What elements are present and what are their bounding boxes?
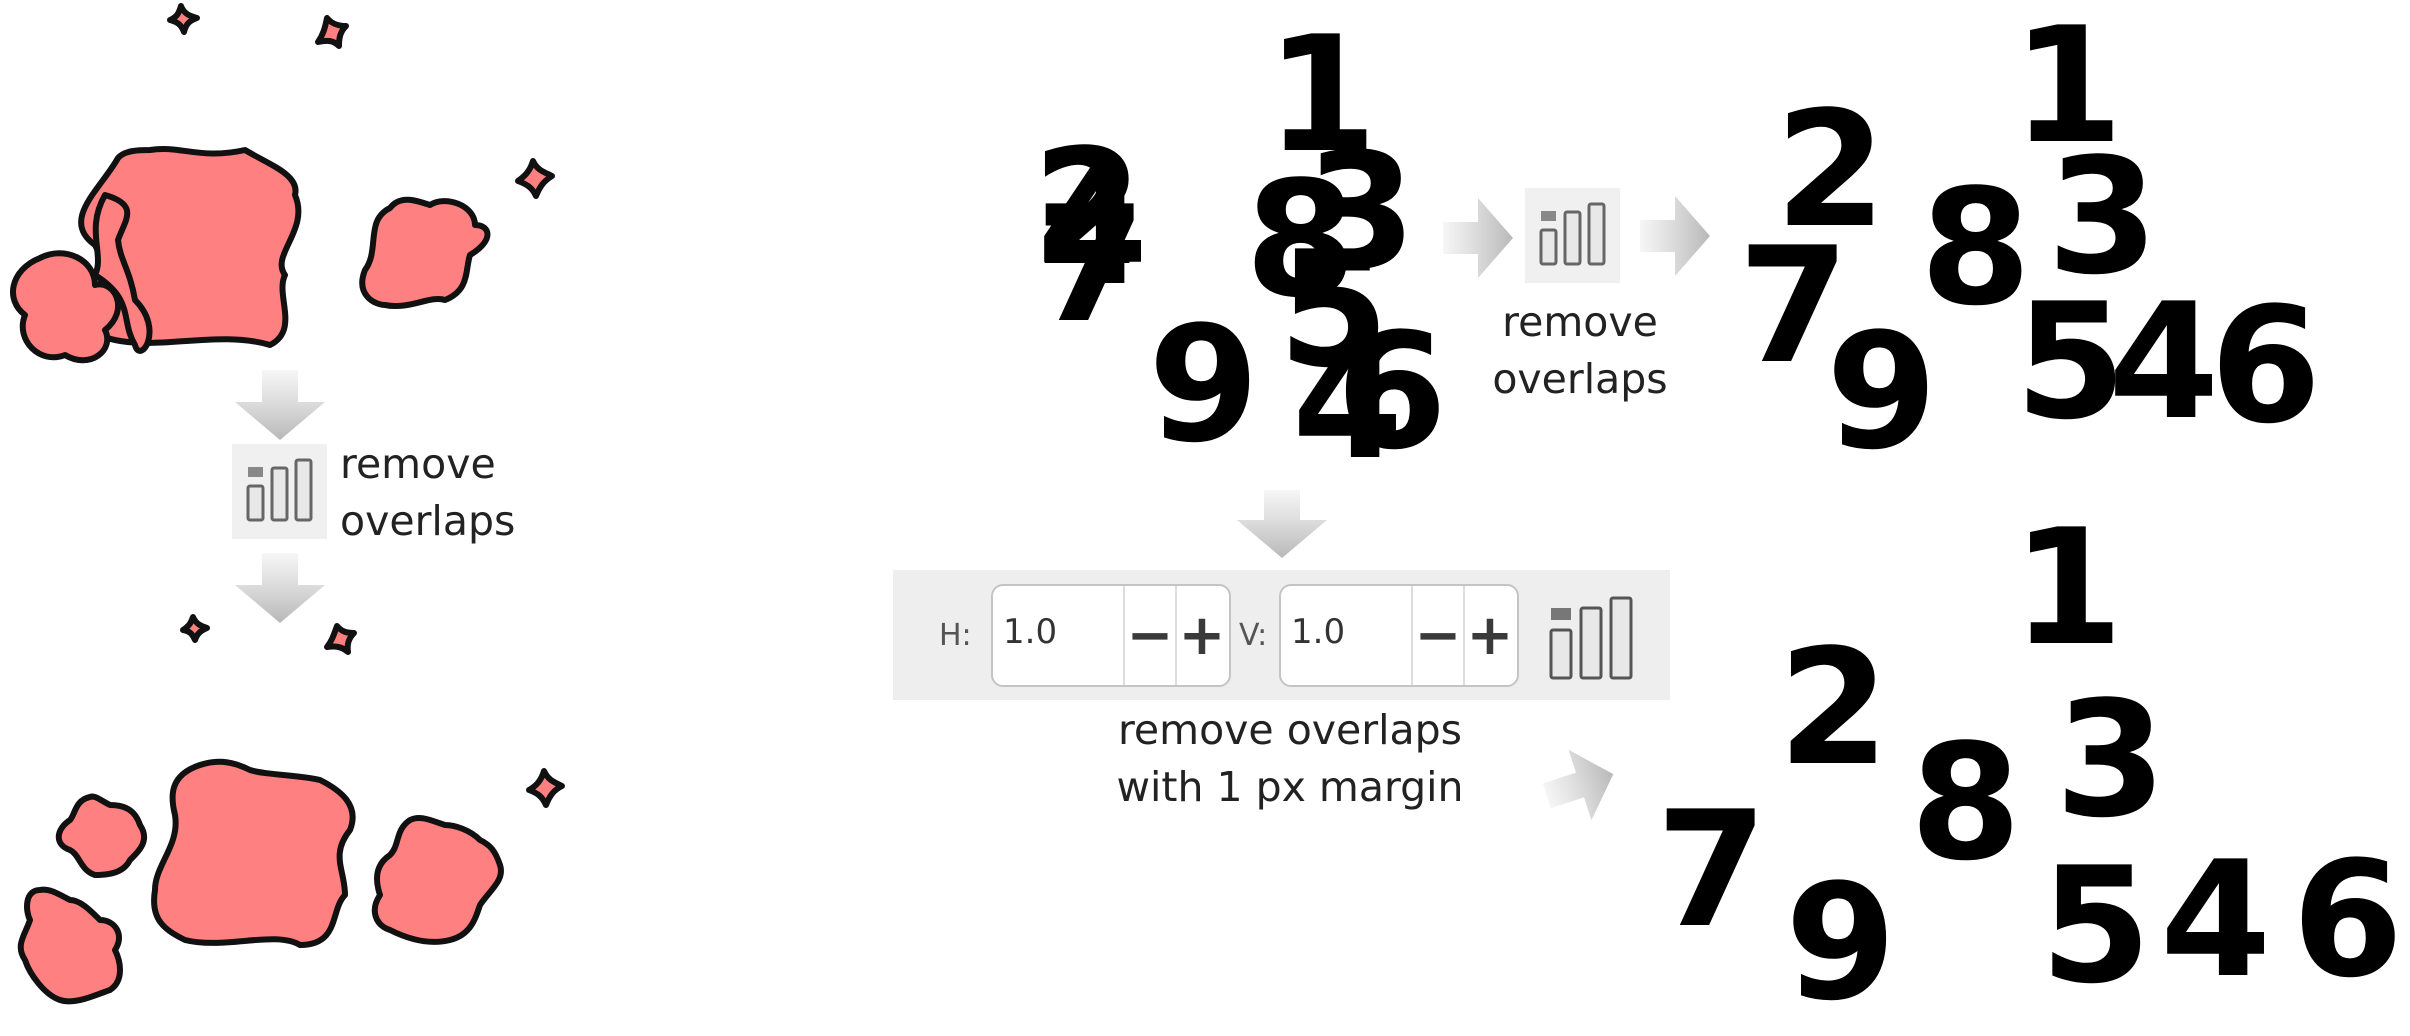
digit: 5 bbox=[1278, 216, 1390, 403]
caption-top-line-1: remove bbox=[1502, 298, 1658, 346]
blob-overlap-before bbox=[92, 192, 153, 354]
digit: 6 bbox=[2292, 826, 2404, 1013]
sparkle-2-after bbox=[324, 623, 357, 655]
caption-top: remove overlaps bbox=[1480, 294, 1680, 407]
sparkle-1-before bbox=[167, 3, 200, 35]
digit: 1 bbox=[2012, 494, 2124, 681]
digit: 4 bbox=[1292, 308, 1404, 495]
sparkle-3-before bbox=[515, 158, 555, 199]
remove-overlaps-icon bbox=[1549, 596, 1633, 680]
caption-bottom-line-1: remove overlaps bbox=[1117, 706, 1463, 754]
digit: 7 bbox=[1656, 776, 1768, 963]
digit: 1 bbox=[2012, 0, 2124, 179]
v-label: V: bbox=[1239, 618, 1268, 653]
blob-small-left-before bbox=[10, 250, 122, 364]
digit: 9 bbox=[1826, 298, 1938, 485]
blob-right-before bbox=[359, 196, 491, 309]
digit: 8 bbox=[1910, 709, 2022, 896]
caption-left-line-1: remove bbox=[340, 440, 496, 488]
v-margin-stepper: − + bbox=[1279, 584, 1519, 687]
blob-small-lower-after bbox=[17, 886, 123, 1005]
digit: 1 bbox=[1266, 1, 1378, 188]
v-margin-input[interactable] bbox=[1291, 612, 1411, 652]
blobs-before bbox=[10, 3, 555, 364]
blob-small-upper-after bbox=[55, 793, 148, 878]
digit: 6 bbox=[1336, 298, 1448, 485]
arrow-icon bbox=[235, 370, 325, 440]
digit: 6 bbox=[2210, 272, 2322, 459]
h-margin-input[interactable] bbox=[1003, 612, 1123, 652]
digit: 8 bbox=[1245, 146, 1357, 333]
digit: 2 bbox=[1775, 76, 1887, 263]
v-increment-button[interactable]: + bbox=[1466, 603, 1514, 668]
caption-left-line-2: overlaps bbox=[340, 496, 516, 545]
caption-bottom-line-2: with 1 px margin bbox=[1116, 762, 1464, 811]
h-margin-stepper: − + bbox=[991, 584, 1231, 687]
h-increment-button[interactable]: + bbox=[1178, 603, 1226, 668]
remove-overlaps-icon bbox=[232, 444, 327, 539]
sparkle-3-after bbox=[526, 768, 565, 808]
blobs-after bbox=[17, 614, 565, 1005]
digit: 7 bbox=[1738, 212, 1850, 399]
arrow-icon bbox=[1443, 198, 1513, 278]
arrow-icon bbox=[1542, 749, 1614, 821]
digit: 5 bbox=[2015, 268, 2127, 455]
digit: 5 bbox=[2040, 832, 2152, 1019]
h-decrement-button[interactable]: − bbox=[1126, 603, 1174, 668]
caption-bottom: remove overlaps with 1 px margin bbox=[1040, 702, 1540, 815]
digit: 9 bbox=[1785, 849, 1897, 1036]
digit: 4 bbox=[1037, 134, 1149, 321]
sparkle-1-after bbox=[180, 614, 210, 643]
digit: 2 bbox=[1032, 114, 1144, 301]
blob-large-after bbox=[151, 758, 356, 948]
digit: 9 bbox=[1148, 291, 1260, 478]
digit: 3 bbox=[2055, 666, 2167, 853]
digit: 2 bbox=[1778, 614, 1890, 801]
arrow-icon bbox=[235, 553, 325, 623]
h-label: H: bbox=[939, 618, 972, 653]
blob-right-after bbox=[371, 814, 504, 945]
digit: 4 bbox=[2108, 268, 2220, 455]
digit: 3 bbox=[1305, 118, 1417, 305]
remove-overlaps-button[interactable] bbox=[1541, 586, 1641, 684]
digit: 3 bbox=[2047, 123, 2159, 310]
digit: 4 bbox=[2160, 826, 2272, 1013]
margin-toolbar: H: − + V: − + bbox=[893, 570, 1670, 700]
arrow-icon bbox=[1237, 490, 1327, 558]
digit: 7 bbox=[1035, 171, 1147, 358]
arrow-icon bbox=[1640, 196, 1710, 276]
sparkle-2-before bbox=[315, 15, 349, 49]
v-decrement-button[interactable]: − bbox=[1414, 603, 1462, 668]
caption-top-line-2: overlaps bbox=[1492, 354, 1668, 403]
caption-left: remove overlaps bbox=[340, 436, 515, 549]
remove-overlaps-icon bbox=[1525, 188, 1620, 283]
digit: 8 bbox=[1920, 154, 2032, 341]
